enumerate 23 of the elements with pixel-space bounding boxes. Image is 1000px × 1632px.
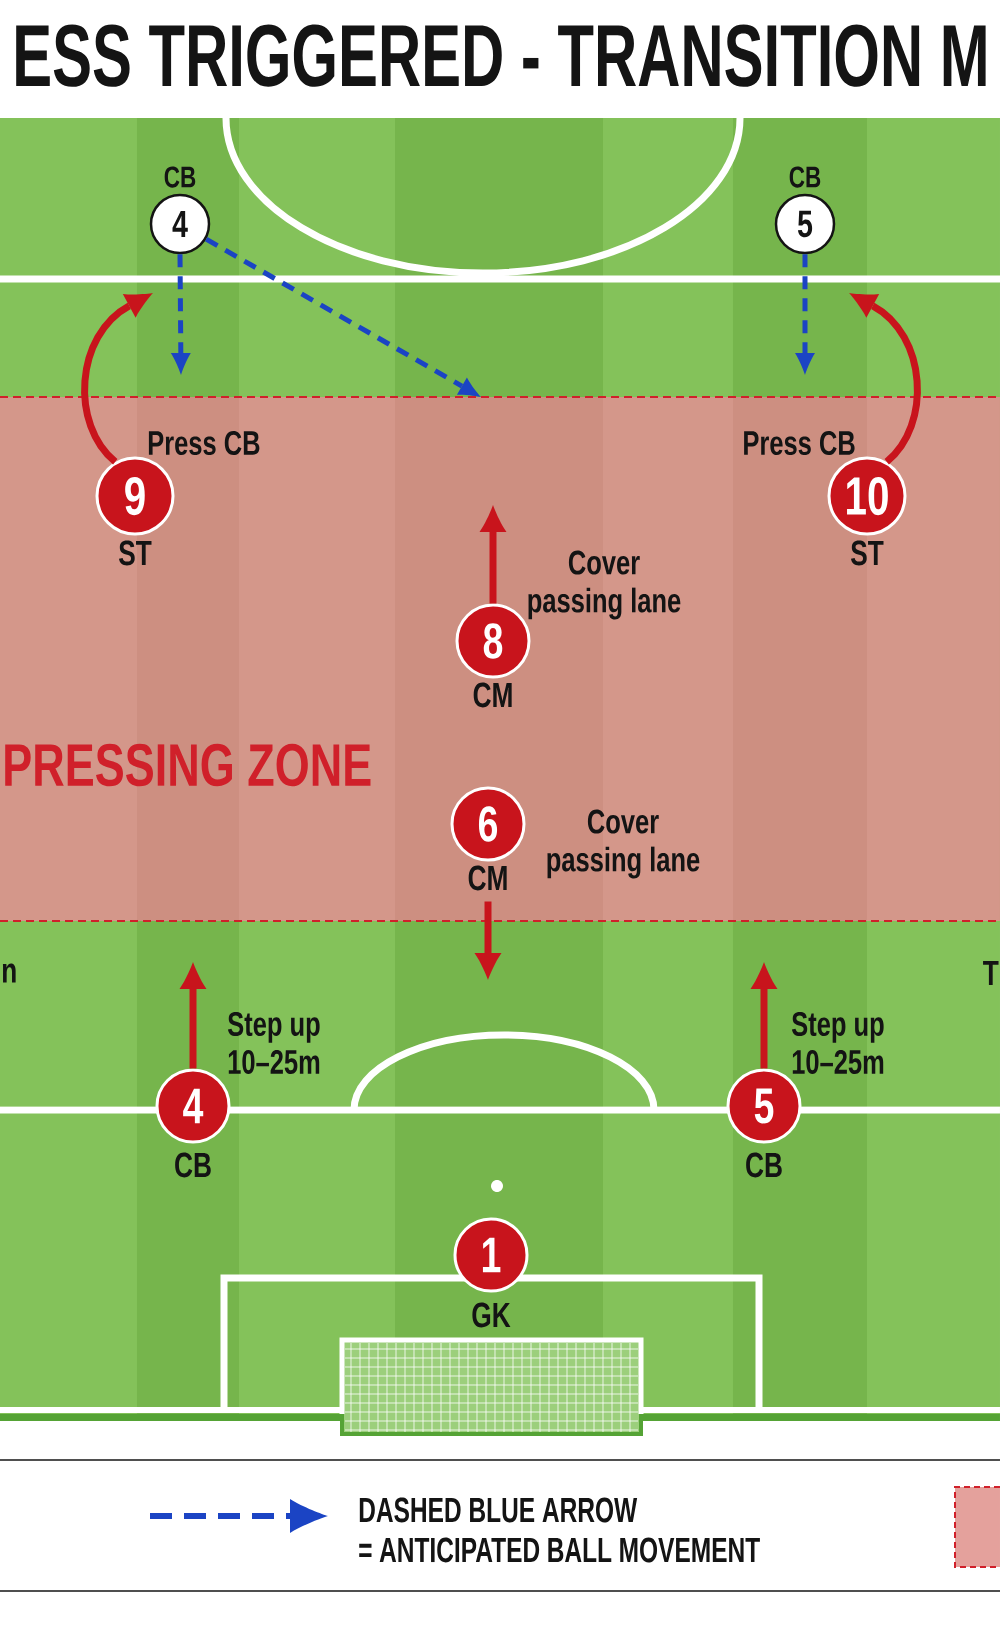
- curved-arrow: [849, 293, 921, 465]
- dashed-arrow: [170, 254, 191, 375]
- edge-label: Cover passing lane: [547, 809, 700, 879]
- position-label: CB: [746, 1152, 782, 1178]
- position-label: ST: [119, 540, 152, 566]
- text-fragment: T: [983, 960, 999, 986]
- dashed-arrow: [204, 236, 481, 397]
- position-label: CB: [175, 1152, 211, 1178]
- text-fragment: n: [2, 963, 16, 983]
- position-label: GK: [472, 1302, 511, 1328]
- position-label: CM: [468, 865, 507, 891]
- edge-label: Press CB: [744, 430, 855, 456]
- dashed-arrow: [795, 254, 815, 375]
- position-label: CM: [473, 682, 512, 708]
- legend-text: DASHED BLUE ARROW = ANTICIPATED BALL MOVEMENT: [359, 1497, 760, 1563]
- zone-label: PRESSING ZONE: [5, 743, 371, 787]
- position-label: ST: [851, 540, 884, 566]
- arrow: [474, 901, 502, 980]
- title: ESS TRIGGERED - TRANSITION M: [16, 24, 986, 87]
- position-label: CB: [164, 166, 196, 188]
- position-label: CB: [789, 166, 821, 188]
- edge-label: Press CB: [148, 430, 260, 456]
- curved-arrow: [81, 293, 153, 465]
